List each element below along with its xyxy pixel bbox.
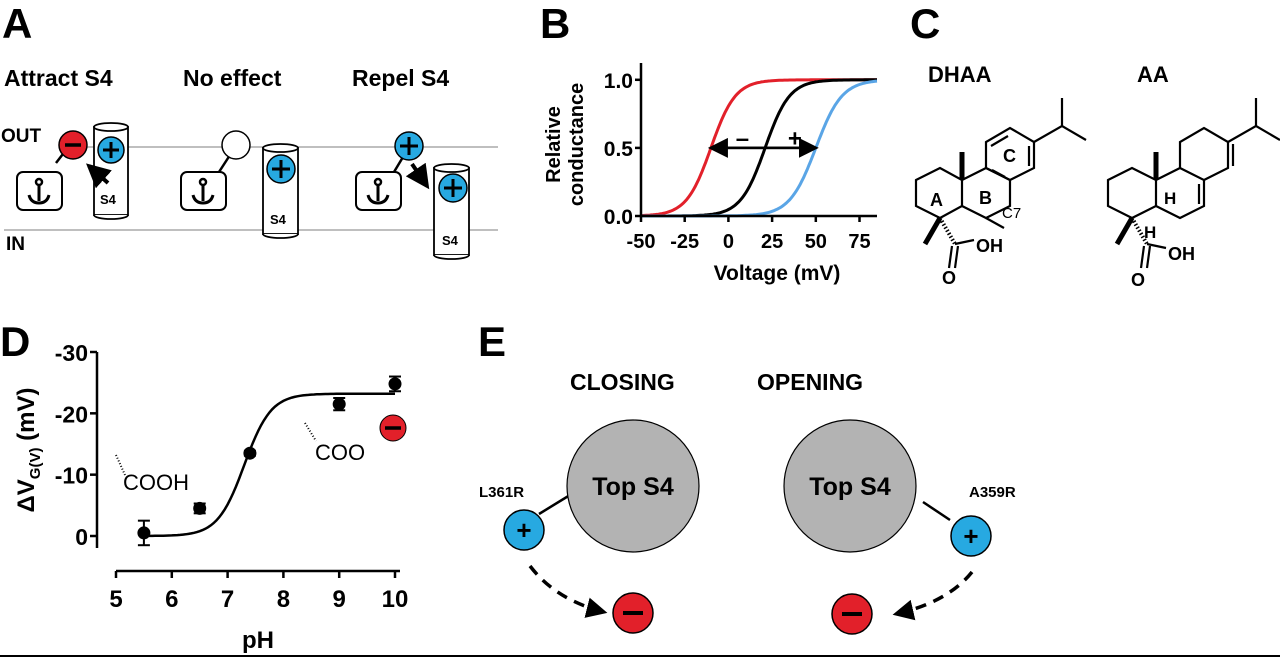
coo-label: COO <box>315 440 365 465</box>
ring-a-label: A <box>930 190 943 210</box>
x-axis-label: pH <box>242 627 274 654</box>
panel-a-letter: A <box>2 0 32 47</box>
dhaa-structure <box>914 98 1087 269</box>
y-tick-label: 0.5 <box>604 138 634 161</box>
y-tick-label: 0.0 <box>604 206 633 229</box>
s4-label: S4 <box>270 212 287 227</box>
panel-e-letter: E <box>478 318 506 365</box>
s4-label: S4 <box>100 192 117 207</box>
x-tick-label: -50 <box>627 231 656 253</box>
bottom-border <box>0 655 1280 657</box>
s4-label: S4 <box>442 233 459 248</box>
positive-charge-icon <box>503 509 545 551</box>
ring-b-label: B <box>979 188 992 208</box>
cooh-label: COOH <box>123 470 189 495</box>
y-tick-label: -20 <box>55 401 88 427</box>
neutral-charge-icon <box>221 130 251 160</box>
positive-charge-icon <box>950 515 992 557</box>
panel-c: C DHAA AA A B C C7 OH O <box>910 0 1280 290</box>
x-tick-label: 9 <box>333 586 346 613</box>
no-effect-group: S4 <box>180 130 299 239</box>
x-axis-label: Voltage (mV) <box>714 262 841 285</box>
aa-label: AA <box>1137 62 1169 87</box>
ring-c-label: C <box>1003 146 1016 166</box>
top-s4-label: Top S4 <box>592 473 674 501</box>
x-tick-label: 7 <box>221 586 234 613</box>
plus-sign: + <box>963 521 978 551</box>
y-axis-label-line1: Relative <box>543 106 565 183</box>
coo-annotation: COO <box>304 414 407 465</box>
y-tick-label: 1.0 <box>604 70 633 93</box>
data-point <box>193 501 207 515</box>
data-point <box>332 397 346 411</box>
dhaa-o-label: O <box>942 268 956 288</box>
y-axis-label-line2: conductance <box>566 83 588 206</box>
panel-d-letter: D <box>0 318 30 365</box>
dhaa-label: DHAA <box>928 62 992 87</box>
y-tick-label: -10 <box>55 463 88 489</box>
panel-e: E CLOSING OPENING Top S4 L361R + Top S4 … <box>478 318 1016 635</box>
out-label: OUT <box>1 126 42 147</box>
panel-a: A Attract S4 No effect Repel S4 OUT IN <box>1 0 498 260</box>
x-tick-label: 10 <box>382 586 409 613</box>
aa-structure <box>1106 98 1280 269</box>
fit-curve <box>143 392 395 538</box>
top-s4-circle <box>566 419 700 553</box>
ph-chart: 0 -10 -20 -30 5 6 7 8 9 10 pH ΔVG(V) (mV) <box>13 340 408 654</box>
y-tick-label: -30 <box>55 340 88 366</box>
panel-c-letter: C <box>910 0 940 47</box>
anchor-icon <box>27 177 51 205</box>
x-tick-label: 8 <box>277 586 290 613</box>
dashed-arrow-icon <box>892 570 974 621</box>
x-tick-label: -25 <box>670 231 699 253</box>
plus-annotation: + <box>788 125 802 152</box>
top-s4-label: Top S4 <box>809 473 891 501</box>
aa-oh-label: OH <box>1168 244 1195 264</box>
x-tick-label: 50 <box>805 231 827 253</box>
dhaa-oh-label: OH <box>976 236 1003 256</box>
anchor-icon <box>366 177 390 205</box>
title-no-effect: No effect <box>183 65 282 91</box>
repel-group: S4 <box>355 131 470 260</box>
y-tick-label: 0 <box>75 524 88 550</box>
panel-d: D 0 -10 -20 -30 5 6 7 8 9 10 pH ΔVG(V) (mV) COOH CO… <box>0 318 408 654</box>
attract-arrow-icon <box>86 163 112 189</box>
title-attract-s4: Attract S4 <box>4 65 113 91</box>
x-tick-label: 0 <box>723 231 734 253</box>
x-tick-label: 75 <box>848 231 870 253</box>
x-tick-label: 6 <box>165 586 178 613</box>
plus-sign: + <box>516 515 531 545</box>
aa-h-label-1: H <box>1164 189 1176 208</box>
cooh-annotation: COOH <box>115 454 189 495</box>
anchor-icon <box>191 177 215 205</box>
attract-group: S4 <box>16 122 129 220</box>
c7-label: C7 <box>1002 205 1021 222</box>
a359r-label: A359R <box>969 484 1016 501</box>
panel-b-letter: B <box>540 0 570 47</box>
data-point <box>137 526 151 540</box>
in-label: IN <box>6 234 25 255</box>
x-tick-label: 25 <box>761 231 783 253</box>
y-axis-label: ΔVG(V) (mV) <box>13 388 44 513</box>
data-point <box>243 446 257 460</box>
aa-o-label: O <box>1131 270 1145 290</box>
data-point <box>388 377 402 391</box>
repel-arrow-icon <box>405 162 430 190</box>
x-tick-label: 5 <box>109 586 122 613</box>
closing-group: Top S4 L361R + <box>479 419 700 634</box>
title-repel-s4: Repel S4 <box>352 65 449 91</box>
closing-title: CLOSING <box>570 369 675 395</box>
opening-group: Top S4 A359R + <box>783 419 1016 635</box>
l361r-label: L361R <box>479 484 524 501</box>
dashed-arrow-icon <box>528 564 608 618</box>
aa-h-label-2: H <box>1144 223 1156 242</box>
top-s4-circle <box>783 419 917 553</box>
minus-annotation: – <box>736 125 749 152</box>
opening-title: OPENING <box>757 369 863 395</box>
